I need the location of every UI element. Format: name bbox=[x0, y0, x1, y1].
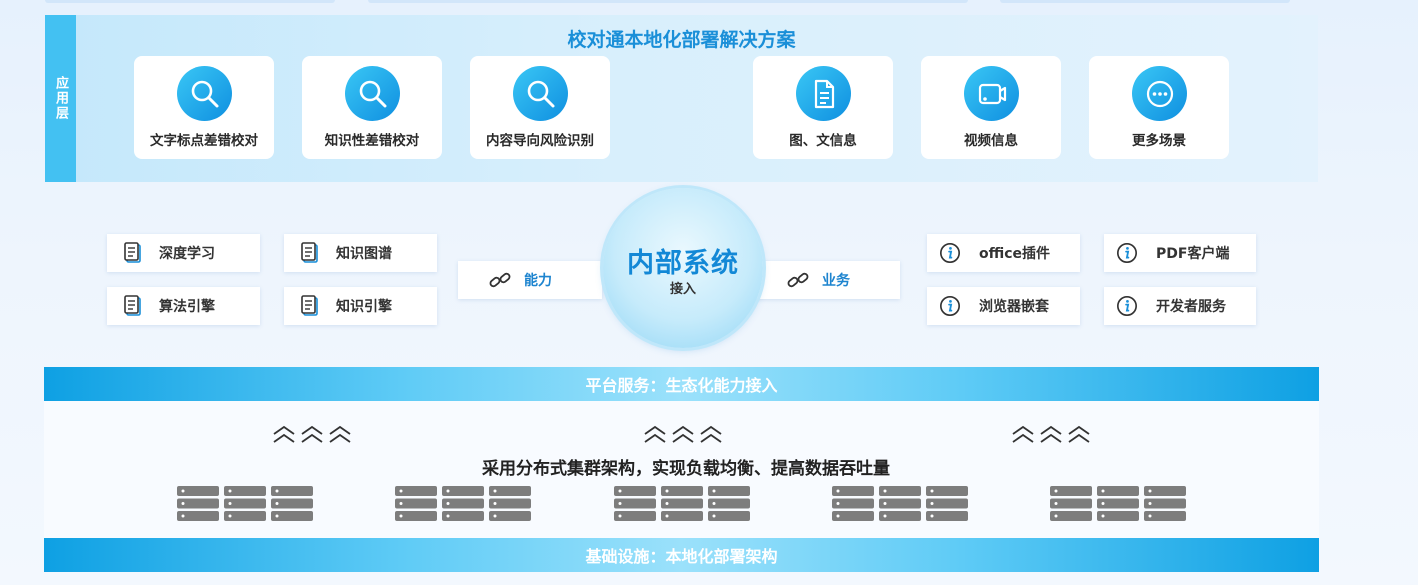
capability-knowledge-graph[interactable]: 知识图谱 bbox=[284, 234, 437, 272]
business-label: PDF客户端 bbox=[1156, 246, 1230, 262]
document-list-icon bbox=[299, 241, 321, 265]
link-business[interactable]: 业务 bbox=[756, 261, 900, 299]
link-icon bbox=[488, 268, 512, 292]
platform-service-banner: 平台服务：生态化能力接入 bbox=[44, 367, 1319, 401]
business-pdf-client[interactable]: PDF客户端 bbox=[1104, 234, 1256, 272]
document-icon bbox=[796, 66, 851, 121]
business-label: office插件 bbox=[979, 246, 1051, 262]
server-rack-icon bbox=[614, 486, 750, 521]
app-card-more[interactable]: 更多场景 bbox=[1089, 56, 1229, 159]
hub-subtitle: 接入 bbox=[669, 282, 696, 297]
video-icon bbox=[964, 66, 1019, 121]
app-card-label: 更多场景 bbox=[1132, 133, 1186, 149]
business-developer-service[interactable]: 开发者服务 bbox=[1104, 287, 1256, 325]
capability-deep-learning[interactable]: 深度学习 bbox=[107, 234, 260, 272]
app-card-image-text[interactable]: 图、文信息 bbox=[753, 56, 893, 159]
app-card-text-proofreading[interactable]: 文字标点差错校对 bbox=[134, 56, 274, 159]
capability-label: 知识图谱 bbox=[336, 246, 392, 262]
business-browser-embed[interactable]: 浏览器嵌套 bbox=[927, 287, 1080, 325]
server-rack-icon bbox=[1050, 486, 1186, 521]
document-list-icon bbox=[122, 294, 144, 318]
app-card-label: 视频信息 bbox=[964, 133, 1018, 149]
info-icon bbox=[939, 241, 961, 265]
link-capability[interactable]: 能力 bbox=[458, 261, 602, 299]
server-rack-icon bbox=[832, 486, 968, 521]
chevron-up-icon bbox=[644, 425, 722, 443]
search-icon bbox=[345, 66, 400, 121]
info-icon bbox=[1116, 241, 1138, 265]
infrastructure-description: 采用分布式集群架构，实现负载均衡、提高数据吞吐量 bbox=[482, 459, 890, 479]
document-list-icon bbox=[122, 241, 144, 265]
business-office-plugin[interactable]: office插件 bbox=[927, 234, 1080, 272]
app-card-label: 知识性差错校对 bbox=[324, 133, 420, 149]
top-strip bbox=[45, 0, 335, 3]
capability-label: 深度学习 bbox=[159, 246, 215, 262]
app-card-label: 内容导向风险识别 bbox=[486, 133, 594, 149]
top-strip bbox=[368, 0, 968, 3]
top-strip bbox=[1000, 0, 1290, 3]
infrastructure-banner: 基础设施：本地化部署架构 bbox=[44, 538, 1319, 572]
application-layer: 应用层 校对通本地化部署解决方案 文字标点差错校对 知识性差错校对 内容导向风险… bbox=[45, 15, 1318, 182]
search-icon bbox=[177, 66, 232, 121]
app-card-video[interactable]: 视频信息 bbox=[921, 56, 1061, 159]
server-rack-icon bbox=[177, 486, 313, 521]
app-card-label: 图、文信息 bbox=[789, 133, 857, 149]
business-label: 开发者服务 bbox=[1156, 299, 1226, 315]
chevron-up-icon bbox=[1012, 425, 1090, 443]
document-list-icon bbox=[299, 294, 321, 318]
capability-algorithm-engine[interactable]: 算法引擎 bbox=[107, 287, 260, 325]
app-card-knowledge-proofreading[interactable]: 知识性差错校对 bbox=[302, 56, 442, 159]
more-icon bbox=[1132, 66, 1187, 121]
solution-title: 校对通本地化部署解决方案 bbox=[567, 29, 796, 51]
server-rack-icon bbox=[395, 486, 531, 521]
app-card-content-risk[interactable]: 内容导向风险识别 bbox=[470, 56, 610, 159]
link-icon bbox=[786, 268, 810, 292]
hub-title: 内部系统 bbox=[627, 248, 739, 279]
search-icon bbox=[513, 66, 568, 121]
chevron-up-icon bbox=[273, 425, 351, 443]
info-icon bbox=[1116, 294, 1138, 318]
business-label: 浏览器嵌套 bbox=[979, 299, 1049, 315]
link-label: 能力 bbox=[524, 273, 552, 289]
internal-system-hub[interactable]: 内部系统 接入 bbox=[603, 188, 763, 348]
capability-knowledge-engine[interactable]: 知识引擎 bbox=[284, 287, 437, 325]
app-card-label: 文字标点差错校对 bbox=[150, 133, 258, 149]
capability-label: 知识引擎 bbox=[336, 299, 392, 315]
info-icon bbox=[939, 294, 961, 318]
application-layer-label: 应用层 bbox=[45, 15, 76, 182]
link-label: 业务 bbox=[822, 273, 850, 289]
capability-label: 算法引擎 bbox=[159, 299, 215, 315]
